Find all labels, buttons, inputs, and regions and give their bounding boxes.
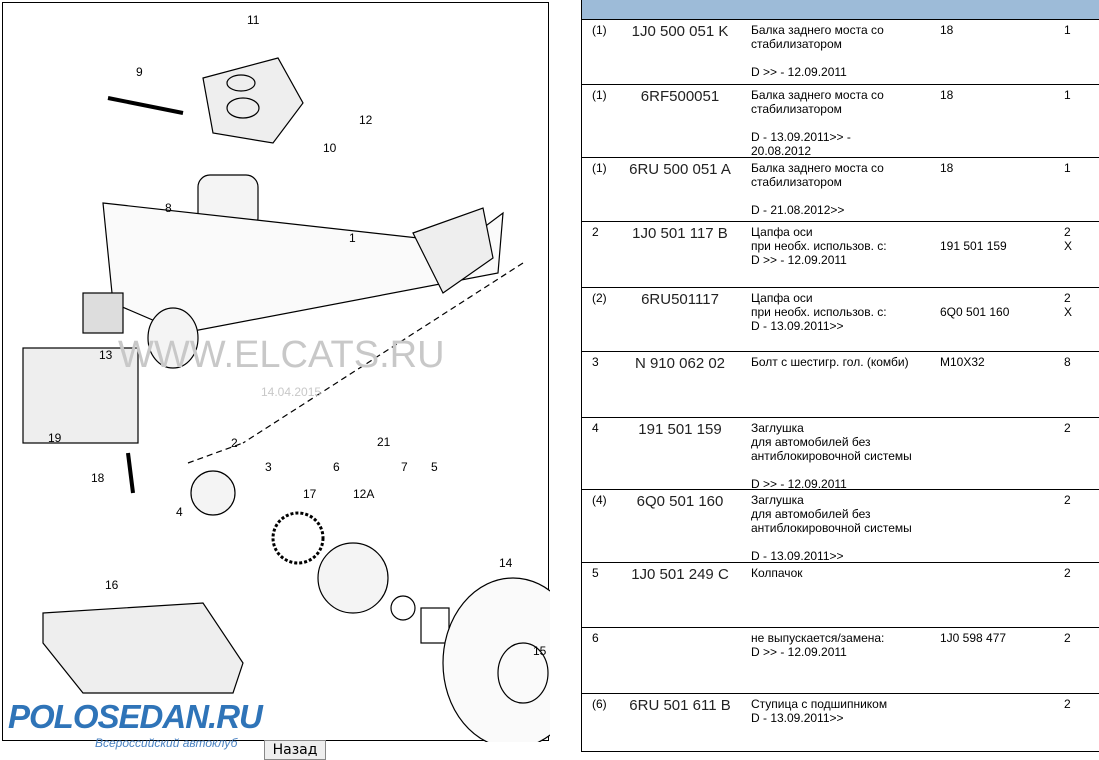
row-number: 6 — [592, 631, 599, 645]
callout-18: 18 — [91, 471, 105, 485]
part-description: Балка заднего моста со стабилизатором D … — [751, 88, 884, 158]
part-number[interactable]: N 910 062 02 — [634, 355, 726, 372]
table-row[interactable]: 2 1J0 501 117 B Цапфа оси при необх. испол… — [582, 222, 1099, 288]
part-quantity: 2 — [1064, 493, 1071, 507]
callout-15: 15 — [533, 644, 547, 658]
part-quantity: 2 — [1064, 631, 1071, 645]
part-number[interactable]: 1J0 501 249 C — [631, 566, 729, 583]
part-number[interactable]: 191 501 159 — [638, 421, 722, 438]
row-number: 5 — [592, 566, 599, 580]
part-description: Цапфа оси при необх. использов. с: D - 1… — [751, 291, 887, 333]
part-description: Ступица с подшипником D - 13.09.2011>> — [751, 697, 888, 725]
part-description: Заглушка для автомобилей без антиблокиро… — [751, 421, 912, 491]
table-header — [582, 0, 1099, 20]
callout-1: 1 — [349, 231, 356, 245]
watermark-date: 14.04.2015 — [261, 385, 322, 399]
callout-12a: 12A — [353, 487, 375, 501]
row-number: (1) — [592, 23, 607, 37]
part-description: Заглушка для автомобилей без антиблокиро… — [751, 493, 912, 563]
parts-diagram: WWW.ELCATS.RU 14.04.2015 11 9 12 10 8 1 … — [2, 2, 550, 742]
part-info: 6Q0 501 160 — [940, 305, 1010, 319]
part-quantity: 8 — [1064, 355, 1071, 369]
part-quantity: 2 X — [1064, 225, 1073, 253]
callout-16: 16 — [105, 578, 119, 592]
callout-6: 6 — [333, 460, 340, 474]
part-number[interactable]: 6RU501117 — [641, 291, 719, 308]
part-description: не выпускается/замена: D >> - 12.09.2011 — [751, 631, 885, 659]
callout-14: 14 — [499, 556, 513, 570]
part-quantity: 1 — [1064, 23, 1071, 37]
table-row[interactable]: 4 191 501 159 Заглушка для автомобилей без… — [582, 418, 1099, 491]
callout-17: 17 — [303, 487, 317, 501]
part-info: 1J0 598 477 — [940, 631, 1007, 645]
part-quantity: 2 — [1064, 697, 1071, 711]
part-description: Балка заднего моста со стабилизатором D … — [751, 23, 884, 79]
part-number[interactable]: 1J0 501 117 B — [632, 225, 728, 242]
row-number: (2) — [592, 291, 607, 305]
callout-2: 2 — [231, 436, 238, 450]
table-row[interactable]: (6) 6RU 501 611 B Ступица с подшипником D … — [582, 694, 1099, 752]
site-logo-subtitle: Всероссийский автоклуб — [95, 736, 238, 750]
row-number: (1) — [592, 161, 607, 175]
part-info: 18 — [940, 88, 954, 102]
part-info: 18 — [940, 23, 954, 37]
table-row[interactable]: (1) 6RF500051 Балка заднего моста со стаби… — [582, 85, 1099, 158]
table-row[interactable]: (1) 6RU 500 051 A Балка заднего моста со с… — [582, 158, 1099, 222]
part-info: 191 501 159 — [940, 239, 1007, 253]
part-number[interactable]: 6RU 501 611 B — [629, 697, 731, 714]
part-quantity: 1 — [1064, 161, 1071, 175]
row-number: (1) — [592, 88, 607, 102]
row-number: (6) — [592, 697, 607, 711]
part-description: Цапфа оси при необх. использов. с: D >> … — [751, 225, 887, 267]
part-quantity: 1 — [1064, 88, 1071, 102]
callout-11: 11 — [247, 13, 260, 27]
callout-12: 12 — [359, 113, 373, 127]
table-row[interactable]: (4) 6Q0 501 160 Заглушка для автомобилей б… — [582, 490, 1099, 563]
part-quantity: 2 X — [1064, 291, 1073, 319]
callout-19: 19 — [48, 431, 62, 445]
callout-8: 8 — [165, 201, 172, 215]
part-number[interactable]: 6RU 500 051 A — [629, 161, 731, 178]
callout-7: 7 — [401, 460, 408, 474]
part-number[interactable]: 6Q0 501 160 — [636, 493, 724, 510]
site-logo[interactable]: POLOSEDAN.RU — [8, 698, 263, 735]
watermark: WWW.ELCATS.RU — [118, 334, 445, 376]
part-quantity: 2 — [1064, 421, 1071, 435]
callout-10: 10 — [323, 141, 337, 155]
part-number[interactable]: 6RF500051 — [640, 88, 720, 105]
callout-5: 5 — [431, 460, 438, 474]
part-description: Колпачок — [751, 566, 803, 580]
diagram-drawing — [22, 57, 550, 742]
back-button[interactable]: Назад — [264, 740, 326, 760]
callout-13: 13 — [99, 348, 113, 362]
table-row[interactable]: (1) 1J0 500 051 K Балка заднего моста со с… — [582, 20, 1099, 85]
table-row[interactable]: 3 N 910 062 02 Болт с шестигр. гол. (комби… — [582, 352, 1099, 418]
parts-table: (1) 1J0 500 051 K Балка заднего моста со с… — [581, 0, 1099, 752]
part-description: Балка заднего моста со стабилизатором D … — [751, 161, 884, 217]
table-row[interactable]: 5 1J0 501 249 C Колпачок 2 — [582, 563, 1099, 628]
callout-3: 3 — [265, 460, 272, 474]
row-number: 2 — [592, 225, 599, 239]
part-quantity: 2 — [1064, 566, 1071, 580]
table-row[interactable]: (2) 6RU501117 Цапфа оси при необх. использ… — [582, 288, 1099, 352]
part-description: Болт с шестигр. гол. (комби) — [751, 355, 909, 369]
row-number: 3 — [592, 355, 599, 369]
part-info: 18 — [940, 161, 954, 175]
part-info: M10X32 — [940, 355, 985, 369]
callout-4: 4 — [176, 505, 183, 519]
part-number[interactable]: 1J0 500 051 K — [631, 23, 729, 40]
table-row[interactable]: 6 не выпускается/замена: D >> - 12.09.201… — [582, 628, 1099, 694]
row-number: (4) — [592, 493, 607, 507]
callout-21: 21 — [377, 435, 391, 449]
callout-9: 9 — [136, 65, 143, 79]
row-number: 4 — [592, 421, 599, 435]
